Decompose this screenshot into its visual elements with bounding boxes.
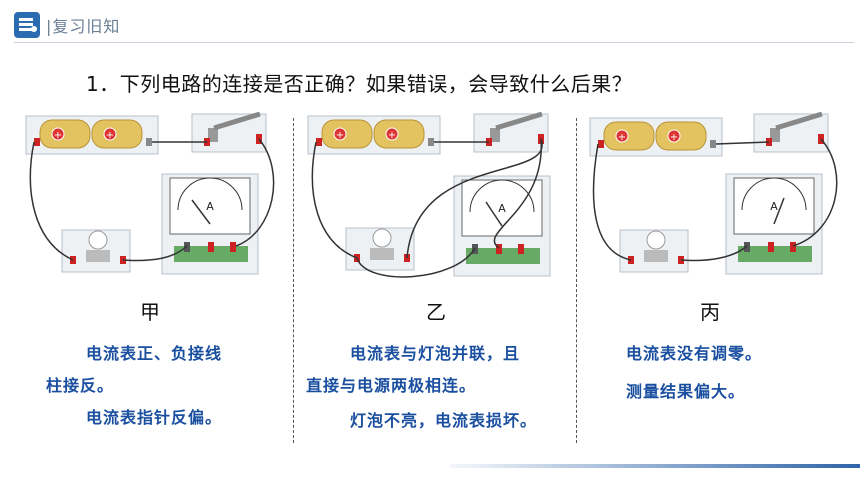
note-jia-line-2: 柱接反。 <box>46 376 115 395</box>
svg-text:+: + <box>106 130 114 141</box>
svg-text:+: + <box>618 132 626 143</box>
note-jia-line-1: 电流表正、负接线 <box>86 344 223 363</box>
svg-text:A: A <box>206 200 214 213</box>
book-stack-icon <box>14 12 40 38</box>
question-text: 1．下列电路的连接是否正确？如果错误，会导致什么后果？ <box>86 72 633 96</box>
note-bing-line-1: 电流表没有调零。 <box>626 344 763 363</box>
svg-text:+: + <box>336 130 344 141</box>
svg-text:+: + <box>670 132 678 143</box>
svg-text:A: A <box>770 200 778 213</box>
column-divider-2 <box>576 118 577 443</box>
header-title: |复习旧知 <box>46 17 121 36</box>
svg-text:+: + <box>54 130 62 141</box>
circuit-label-bing: 丙 <box>700 300 720 324</box>
header: |复习旧知 <box>0 0 860 43</box>
column-divider-1 <box>293 118 294 443</box>
note-bing-line-2: 测量结果偏大。 <box>626 382 746 401</box>
svg-text:+: + <box>388 130 396 141</box>
footer-accent-bar <box>450 464 860 468</box>
note-jia-line-3: 电流表指针反偏。 <box>86 408 223 427</box>
svg-text:A: A <box>498 202 506 215</box>
header-divider <box>14 42 854 43</box>
circuit-label-jia: 甲 <box>140 300 160 324</box>
note-yi-line-3: 灯泡不亮，电流表损坏。 <box>350 411 538 430</box>
note-yi-line-1: 电流表与灯泡并联，且 <box>350 344 521 363</box>
circuit-label-yi: 乙 <box>426 300 446 324</box>
circuit-figure-jia: + + A <box>24 111 286 282</box>
note-yi-line-2: 直接与电源两极相连。 <box>306 376 477 395</box>
circuit-figure-yi: + + A <box>306 111 568 282</box>
circuit-figure-bing: + + A <box>588 111 850 282</box>
